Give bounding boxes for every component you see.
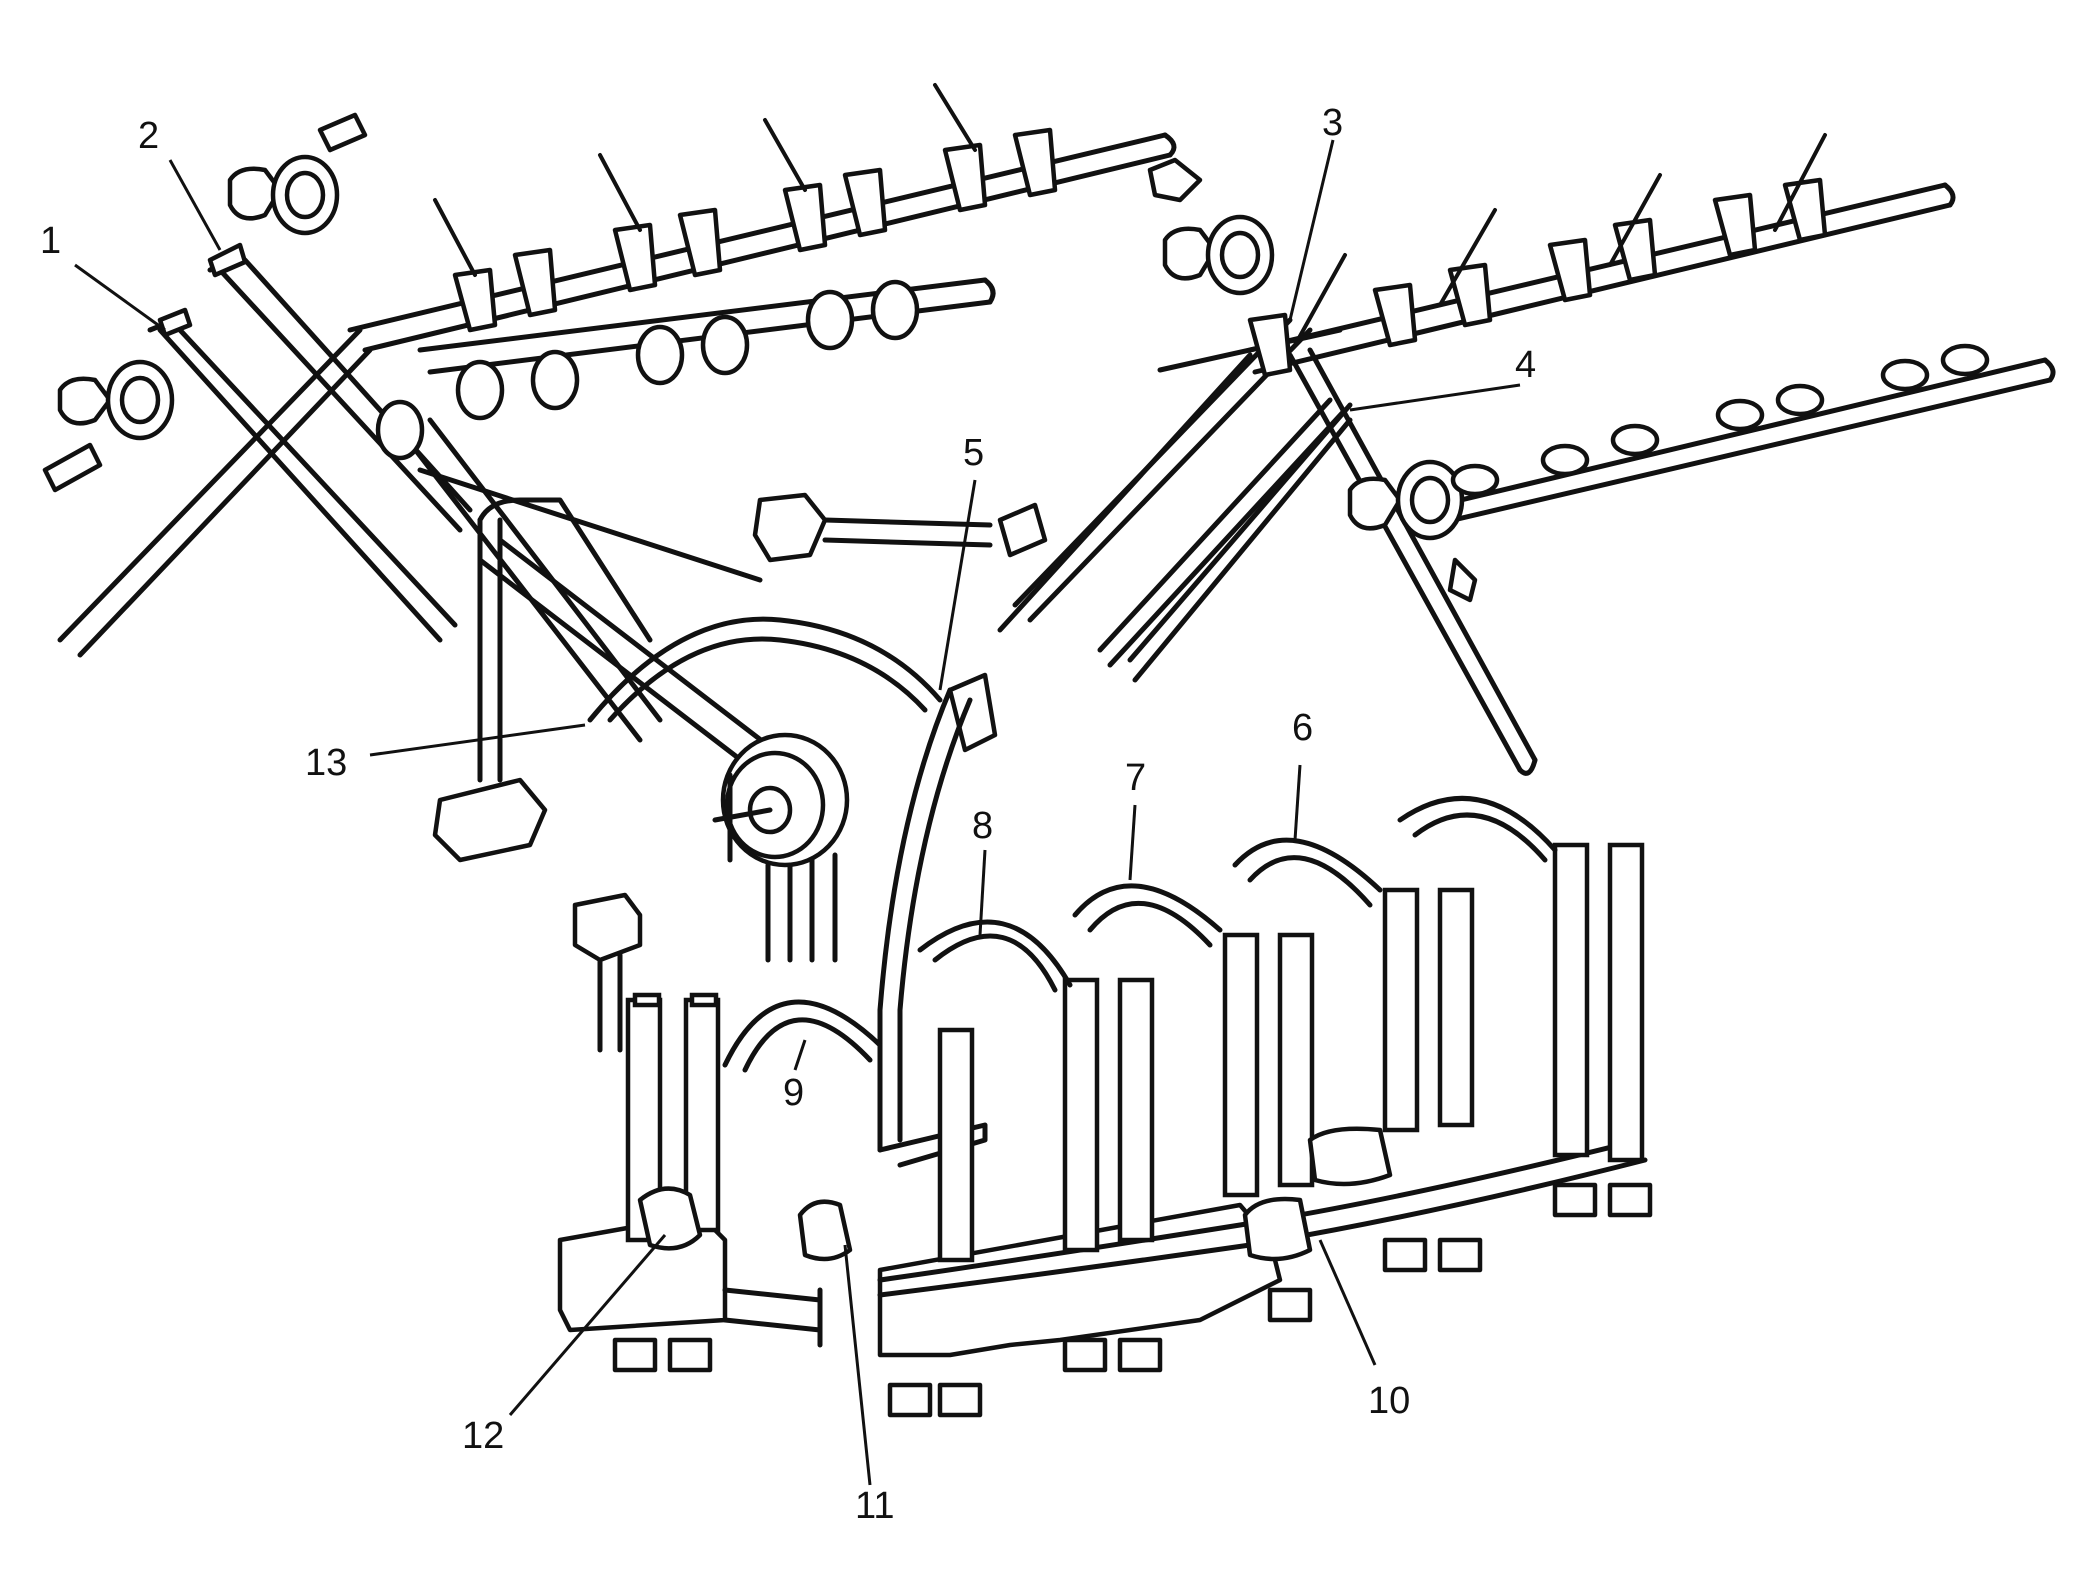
right-upper-injectors [1247, 133, 1828, 378]
callout-6: 6 [1292, 707, 1313, 749]
right-injector-harness [752, 133, 2056, 776]
callout-7: 7 [1125, 757, 1146, 799]
left-lower-injectors [375, 279, 920, 461]
retaining-clips [722, 796, 1558, 1073]
left-upper-injectors [433, 83, 1058, 333]
callout-12: 12 [462, 1415, 504, 1457]
callout-9: 9 [783, 1072, 804, 1114]
bottom-fasteners [612, 1182, 1653, 1418]
left-upper-connector [227, 112, 368, 236]
callout-10: 10 [1368, 1380, 1410, 1422]
callout-13: 13 [305, 742, 347, 784]
vertical-pipes [625, 842, 1645, 1263]
left-end-connector [42, 359, 175, 493]
callout-11: 11 [855, 1485, 894, 1527]
right-lower-injectors [1450, 343, 1990, 497]
right-upper-connector [1147, 157, 1275, 296]
callout-2: 2 [138, 115, 159, 157]
callout-labels: 1 2 3 4 5 6 7 8 9 10 11 12 13 [40, 102, 1536, 1527]
left-injector-harness [42, 83, 1177, 863]
lower-harness-frame [557, 842, 1653, 1418]
callout-5: 5 [963, 432, 984, 474]
callout-8: 8 [972, 805, 993, 847]
callout-1: 1 [40, 220, 61, 262]
center-sensor-assembly [712, 687, 988, 1168]
callout-4: 4 [1515, 344, 1536, 386]
callout-3: 3 [1322, 102, 1343, 144]
leader-lines [74, 139, 1521, 1486]
right-lower-connector [1347, 459, 1478, 603]
